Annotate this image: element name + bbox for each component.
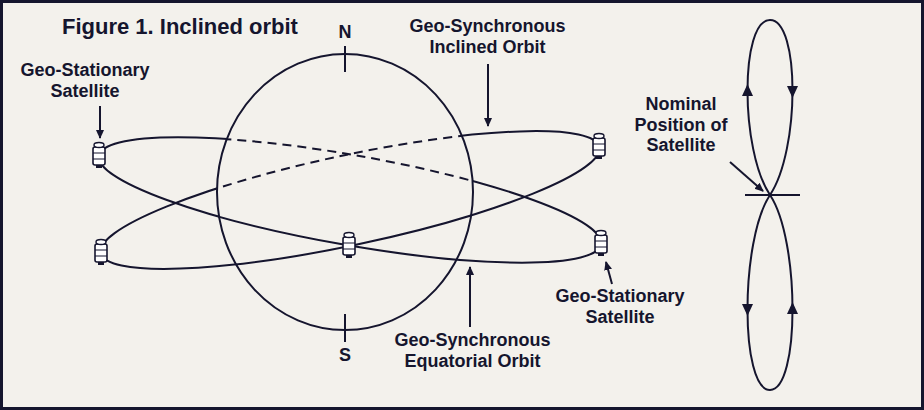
position-label: Nominal Position of Satellite xyxy=(625,94,737,156)
orbit-label: Geo-Synchronous Inclined Orbit xyxy=(400,16,575,57)
figure-title: Figure 1. Inclined orbit xyxy=(62,14,298,39)
orbit-label: Geo-Synchronous Equatorial Orbit xyxy=(385,330,560,371)
pole-label: N xyxy=(333,22,357,43)
satellite-label: Geo-Stationary Satellite xyxy=(10,60,160,101)
satellite-label: Geo-Stationary Satellite xyxy=(545,286,695,327)
pole-label: S xyxy=(333,345,357,366)
